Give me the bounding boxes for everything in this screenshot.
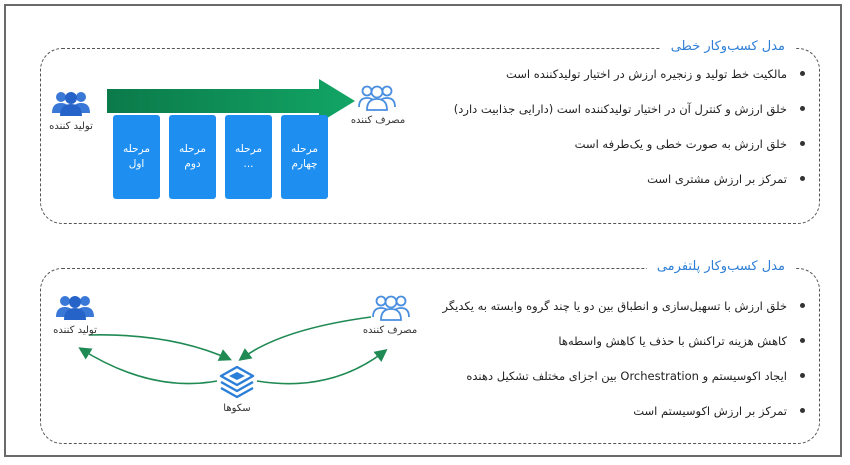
platform-bullet-1-text: خلق ارزش با تسهیل‌سازی و انطباق بین دو ی… [442, 299, 787, 313]
linear-bullet-list: مالکیت خط تولید و زنجیره ارزش در اختیار … [375, 67, 805, 207]
linear-bullet-1: مالکیت خط تولید و زنجیره ارزش در اختیار … [375, 67, 805, 102]
stage-box-2: مرحله دوم [169, 115, 216, 199]
linear-bullet-2: خلق ارزش و کنترل آن در اختیار تولیدکننده… [375, 102, 805, 137]
linear-bullet-3-text: خلق ارزش به صورت خطی و یک‌طرفه است [574, 137, 787, 151]
linear-bullet-2-text: خلق ارزش و کنترل آن در اختیار تولیدکننده… [453, 102, 787, 116]
platform-hub-label: سکوها [223, 403, 251, 414]
platform-bullet-1: خلق ارزش با تسهیل‌سازی و انطباق بین دو ی… [375, 299, 805, 334]
stage-box-3: مرحله ... [225, 115, 272, 199]
stage-4-line1: مرحله [291, 143, 319, 155]
stage-box-4: مرحله چهارم [281, 115, 328, 199]
stage-2-line2: دوم [184, 158, 201, 170]
consumer-users-icon [358, 85, 396, 111]
platform-model-title: مدل کسب‌وکار پلتفرمی [646, 259, 795, 274]
linear-bullet-3: خلق ارزش به صورت خطی و یک‌طرفه است [375, 137, 805, 172]
linear-producer-label: تولید کننده [49, 121, 93, 132]
platform-producer-label: تولید کننده [53, 325, 97, 336]
platform-bullet-4: تمرکز بر ارزش اکوسیستم است [375, 404, 805, 439]
platform-producer-users-icon [56, 296, 94, 320]
linear-bullet-1-text: مالکیت خط تولید و زنجیره ارزش در اختیار … [506, 67, 787, 81]
bullet-dot [800, 106, 805, 111]
platform-consumer-users-icon [372, 295, 410, 321]
bullet-dot [800, 303, 805, 308]
linear-bullet-4: تمرکز بر ارزش مشتری است [375, 172, 805, 207]
stage-3-line1: مرحله [235, 143, 263, 155]
bullet-dot [800, 176, 805, 181]
platform-model-panel: مدل کسب‌وکار پلتفرمی تولید کن [40, 259, 820, 444]
stage-4-line2: چهارم [291, 158, 318, 170]
platform-bullet-3: ایجاد اکوسیستم و Orchestration بین اجزای… [375, 369, 805, 404]
stage-1-line1: مرحله [123, 143, 151, 155]
platform-bullet-list: خلق ارزش با تسهیل‌سازی و انطباق بین دو ی… [375, 299, 805, 439]
bullet-dot [800, 141, 805, 146]
stage-1-line2: اول [128, 158, 145, 170]
stage-2-line1: مرحله [179, 143, 207, 155]
platform-stack-icon [219, 365, 255, 399]
bullet-dot [800, 71, 805, 76]
linear-consumer-label: مصرف کننده [350, 115, 406, 126]
platform-consumer-label: مصرف کننده [362, 325, 418, 336]
figure-frame: مدل کسب‌وکار خطی تولید کننده [4, 4, 842, 457]
value-chain-arrow [107, 79, 355, 123]
bullet-dot [800, 373, 805, 378]
stage-3-line2: ... [243, 158, 254, 170]
producer-users-icon [52, 92, 90, 116]
platform-bullet-2-text: کاهش هزینه تراکنش با حذف یا کاهش واسطه‌ه… [558, 334, 787, 348]
platform-flow-arrows [78, 316, 388, 385]
linear-model-panel: مدل کسب‌وکار خطی تولید کننده [40, 39, 820, 224]
platform-bullet-4-text: تمرکز بر ارزش اکوسیستم است [633, 404, 787, 418]
platform-bullet-3-text: ایجاد اکوسیستم و Orchestration بین اجزای… [466, 369, 787, 383]
bullet-dot [800, 338, 805, 343]
linear-model-title: مدل کسب‌وکار خطی [660, 39, 795, 54]
bullet-dot [800, 408, 805, 413]
linear-bullet-4-text: تمرکز بر ارزش مشتری است [647, 172, 787, 186]
platform-bullet-2: کاهش هزینه تراکنش با حذف یا کاهش واسطه‌ه… [375, 334, 805, 369]
stage-box-1: مرحله اول [113, 115, 160, 199]
